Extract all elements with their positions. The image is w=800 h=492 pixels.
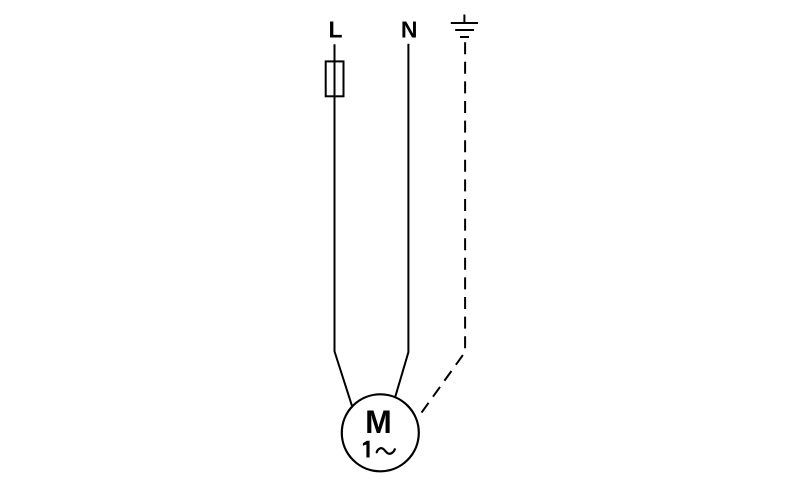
svg-text:N: N [401,16,418,42]
svg-text:L: L [328,16,342,42]
svg-text:M: M [365,404,392,440]
